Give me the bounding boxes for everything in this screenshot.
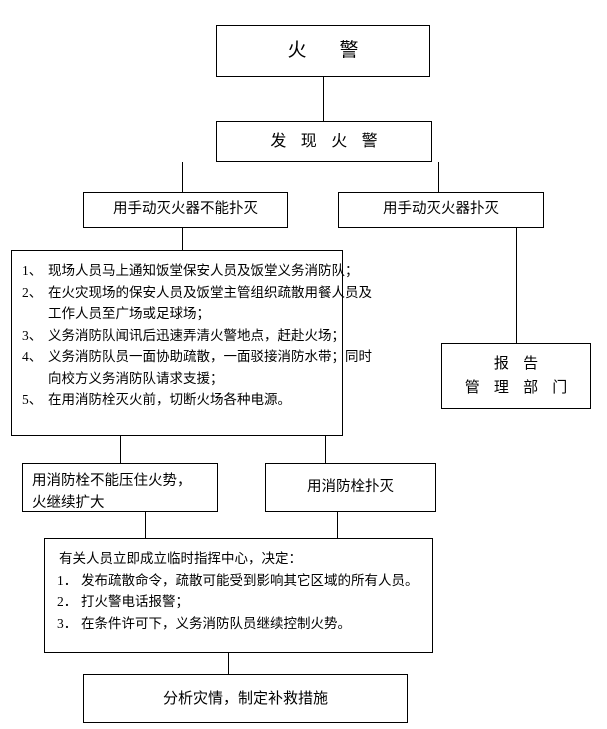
list-item-number: 3．	[57, 615, 78, 631]
node-report-dept-line1: 报 告	[493, 355, 544, 372]
node-discover-fire-label: 发 现 火 警	[270, 132, 383, 150]
node-extinguisher-success[interactable]: 用手动灭火器扑灭	[338, 192, 544, 228]
list-item-number: 2．	[57, 594, 78, 609]
node-hydrant-fail-line2: 火继续扩大	[32, 494, 105, 511]
node-extinguisher-fail-label: 用手动灭火器不能扑灭	[113, 201, 258, 218]
list-item-continuation: 向校方义务消防队请求支援；	[48, 370, 224, 386]
node-analysis-label: 分析灾情，制定补救措施	[162, 689, 328, 707]
list-item-number: 5、	[22, 392, 43, 407]
node-action-list[interactable]: 1、 现场人员马上通知饭堂保安人员及饭堂义务消防队； 2、 在火灾现场的保安人员…	[11, 250, 372, 436]
node-command-center[interactable]: 有关人员立即成立临时指挥中心，决定： 1． 发布疏散命令，疏散可能受到影响其它区…	[44, 538, 433, 653]
node-hydrant-fail-line1: 用消防栓不能压住火势，	[32, 473, 192, 489]
action-list-items: 1、 现场人员马上通知饭堂保安人员及饭堂义务消防队； 2、 在火灾现场的保安人员…	[22, 260, 372, 411]
node-report-dept-line2: 管 理 部 门	[464, 379, 573, 396]
list-item-text: 在用消防栓灭火前，切断火场各种电源。	[48, 392, 291, 407]
node-hydrant-success-label: 用消防栓扑灭	[307, 478, 394, 495]
list-item: 3． 在条件许可下，义务消防队员继续控制火势。	[57, 613, 426, 635]
connector-command-to-analysis	[228, 653, 229, 674]
list-item-number: 1、	[22, 263, 43, 278]
list-item: 5、 在用消防栓灭火前，切断火场各种电源。	[22, 389, 336, 411]
command-center-lead: 有关人员立即成立临时指挥中心，决定：	[59, 551, 302, 566]
command-center-items: 1． 发布疏散命令，疏散可能受到影响其它区域的所有人员。 2． 打火警电话报警；…	[57, 570, 426, 635]
list-item: 3、 义务消防队闻讯后迅速弄清火警地点，赶赴火场；	[22, 325, 345, 347]
connector-hydrant-success-to-command	[337, 512, 338, 538]
list-item-number: 3、	[22, 327, 43, 343]
connector-extinguisher-success-to-report	[516, 228, 517, 343]
list-item: 4、 义务消防队员一面协助疏散，一面驳接消防水带；同时	[22, 346, 372, 368]
node-hydrant-success[interactable]: 用消防栓扑灭	[265, 463, 436, 512]
list-item: 1． 发布疏散命令，疏散可能受到影响其它区域的所有人员。	[57, 570, 426, 592]
list-item-text: 打火警电话报警；	[81, 594, 189, 609]
node-fire-alarm[interactable]: 火 警	[216, 25, 430, 77]
list-item: 2． 打火警电话报警；	[57, 591, 426, 613]
connector-fire-alarm-to-discover	[323, 77, 324, 121]
list-item-text: 现场人员马上通知饭堂保安人员及饭堂义务消防队；	[48, 263, 359, 278]
node-discover-fire[interactable]: 发 现 火 警	[216, 121, 432, 162]
connector-hydrant-fail-to-command	[145, 512, 146, 538]
node-report-dept[interactable]: 报 告 管 理 部 门	[441, 343, 591, 409]
node-extinguisher-success-label: 用手动灭火器扑灭	[383, 201, 499, 218]
list-item-number: 1．	[57, 572, 78, 588]
list-item-text: 义务消防队闻讯后迅速弄清火警地点，赶赴火场；	[48, 327, 345, 343]
list-item-text: 在火灾现场的保安人员及饭堂主管组织疏散用餐人员及	[48, 284, 372, 300]
connector-discover-down-right	[438, 162, 439, 192]
connector-extinguisher-fail-to-list	[182, 228, 183, 250]
list-item-text: 发布疏散命令，疏散可能受到影响其它区域的所有人员。	[81, 572, 419, 588]
connector-list-to-hydrant-fail	[120, 436, 121, 463]
node-hydrant-fail[interactable]: 用消防栓不能压住火势， 火继续扩大	[22, 463, 218, 512]
list-item-continuation: 工作人员至广场或足球场；	[48, 306, 210, 321]
list-item-text: 在条件许可下，义务消防队员继续控制火势。	[81, 615, 351, 631]
list-item: 1、 现场人员马上通知饭堂保安人员及饭堂义务消防队；	[22, 260, 359, 282]
node-analysis[interactable]: 分析灾情，制定补救措施	[83, 674, 408, 723]
node-extinguisher-fail[interactable]: 用手动灭火器不能扑灭	[83, 192, 288, 228]
node-fire-alarm-label: 火 警	[287, 40, 366, 62]
list-item-number: 4、	[22, 349, 43, 364]
connector-list-to-hydrant-success	[325, 436, 326, 463]
list-item-number: 2、	[22, 284, 43, 300]
connector-discover-down-left	[182, 162, 183, 192]
list-item-text: 义务消防队员一面协助疏散，一面驳接消防水带；同时	[48, 349, 372, 364]
list-item: 2、 在火灾现场的保安人员及饭堂主管组织疏散用餐人员及	[22, 282, 372, 304]
